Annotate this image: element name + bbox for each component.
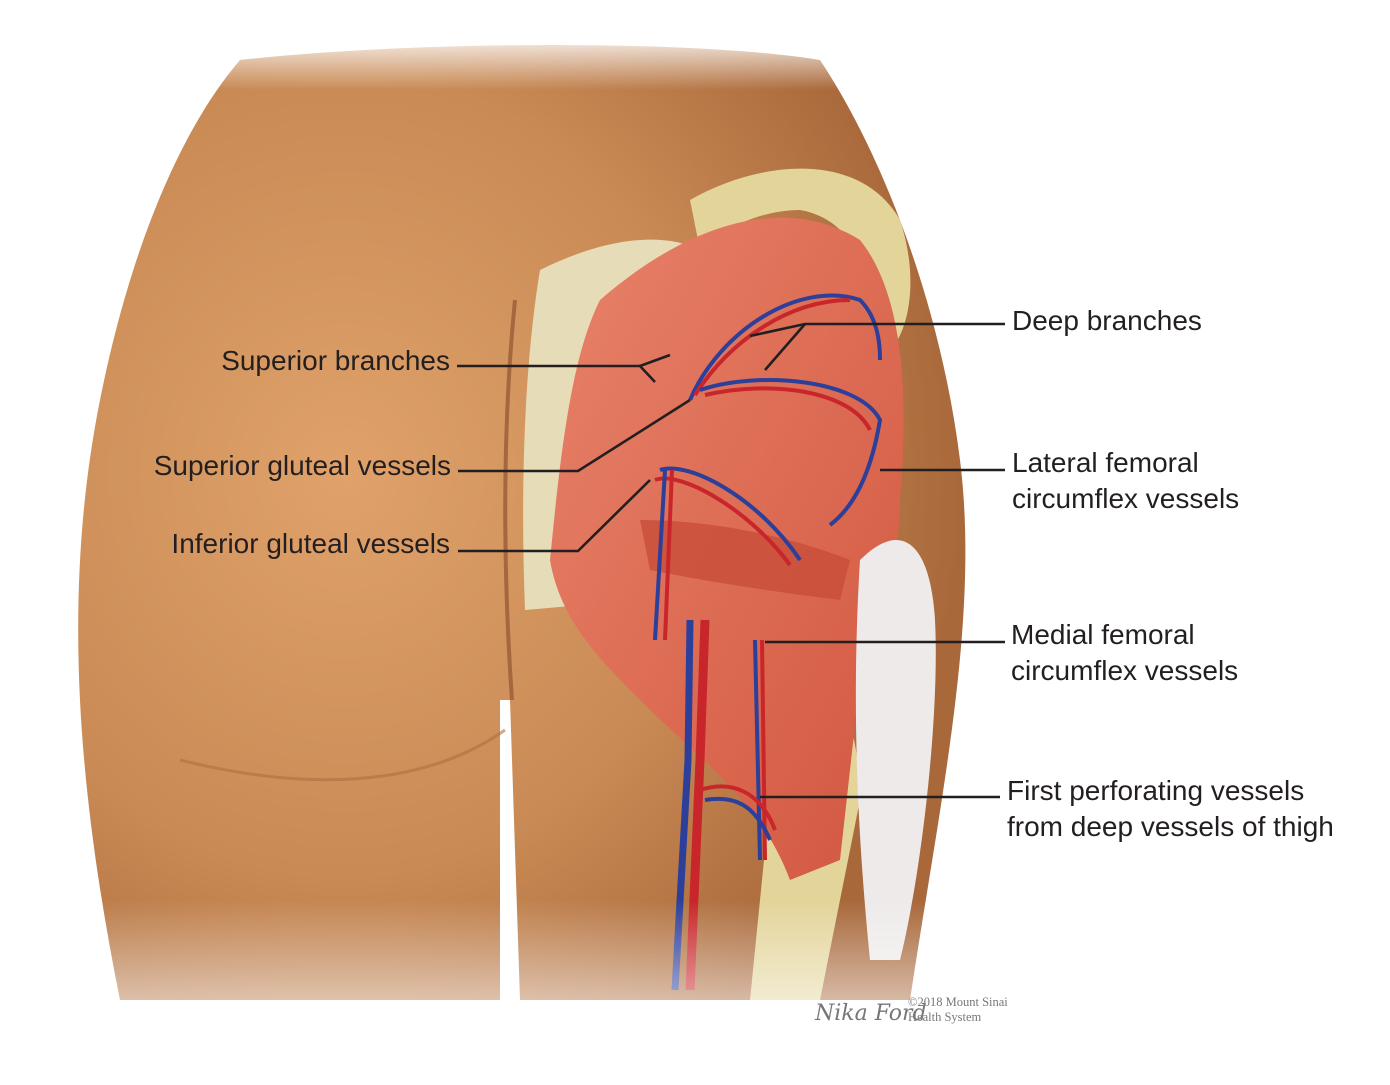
label-superior-gluteal-vessels: Superior gluteal vessels bbox=[154, 450, 451, 481]
pelvis-bone bbox=[690, 168, 911, 360]
copyright-line-1: ©2018 Mount Sinai bbox=[908, 995, 1008, 1009]
gluteal-cleft bbox=[503, 299, 517, 701]
label-superior-branches: Superior branches bbox=[221, 345, 450, 376]
label-deep-branches: Deep branches bbox=[1012, 305, 1202, 336]
leader-lines bbox=[457, 322, 1005, 799]
label-inferior-gluteal-vessels: Inferior gluteal vessels bbox=[171, 528, 450, 559]
piriformis-muscle bbox=[640, 520, 850, 600]
artist-signature: Nika Ford bbox=[814, 1001, 927, 1026]
bottom-fade bbox=[0, 900, 1390, 1085]
top-fade bbox=[0, 30, 1390, 90]
copyright-line-2: Health System bbox=[908, 1010, 982, 1024]
label-perforating-1: First perforating vessels bbox=[1007, 775, 1304, 806]
label-perforating-2: from deep vessels of thigh bbox=[1007, 811, 1334, 842]
label-medial-femoral-2: circumflex vessels bbox=[1011, 655, 1238, 686]
label-medial-femoral-1: Medial femoral bbox=[1011, 619, 1195, 650]
label-lateral-femoral-1: Lateral femoral bbox=[1012, 447, 1199, 478]
label-lateral-femoral-2: circumflex vessels bbox=[1012, 483, 1239, 514]
tendon bbox=[855, 540, 936, 960]
gluteal-fold bbox=[179, 728, 506, 782]
